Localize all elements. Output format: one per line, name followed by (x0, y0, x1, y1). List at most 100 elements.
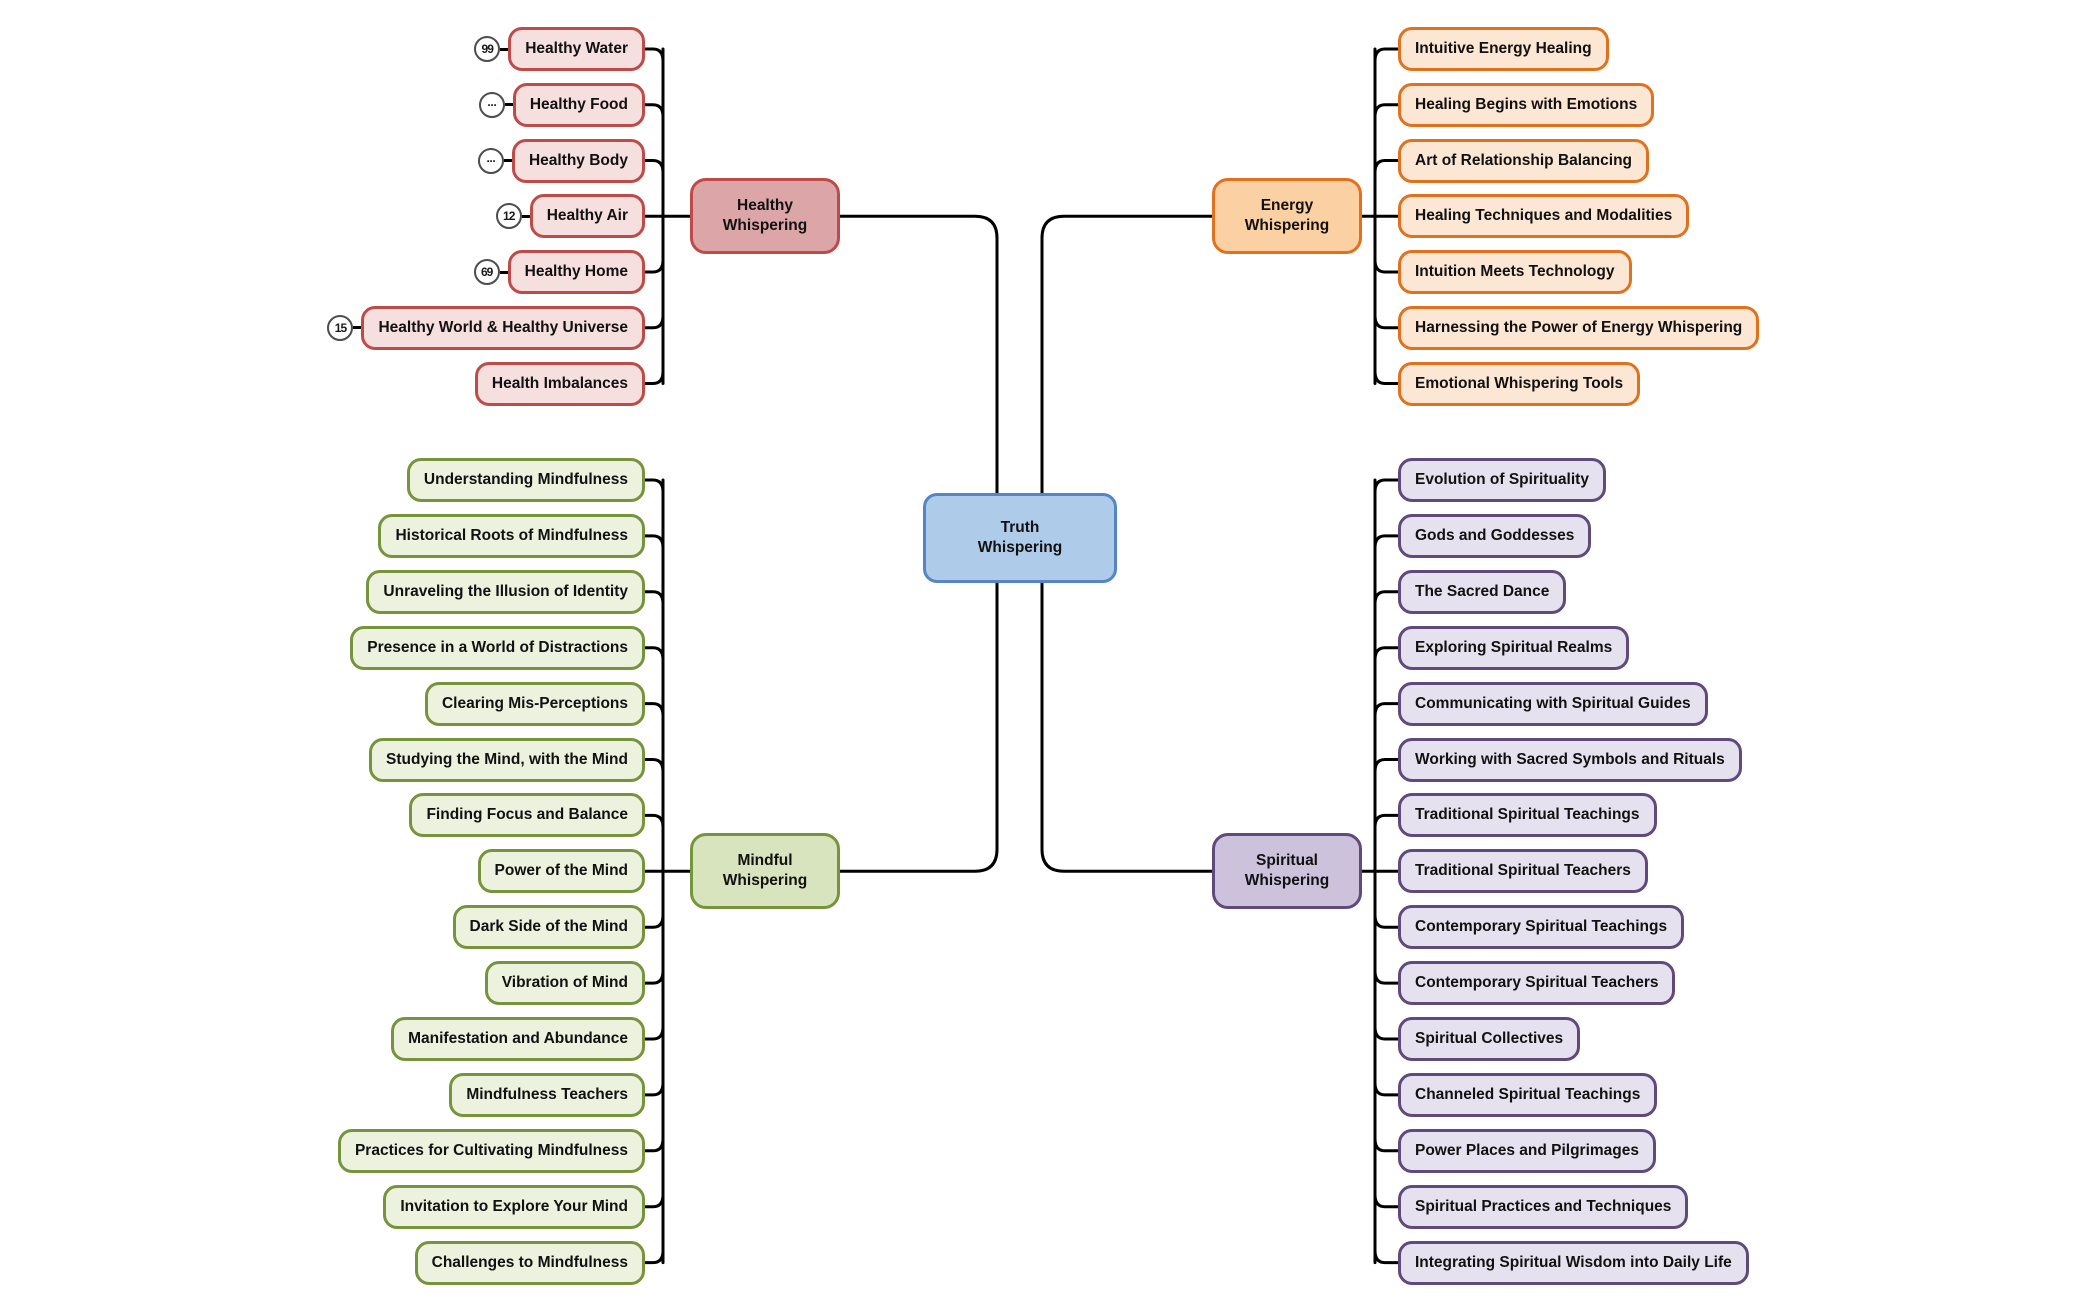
child-node-box[interactable]: Spiritual Collectives (1398, 1017, 1581, 1061)
child-node: 69 Healthy Home (473, 250, 645, 294)
child-node-box[interactable]: Presence in a World of Distractions (350, 625, 645, 670)
child-node-box[interactable]: Emotional Whispering Tools (1398, 361, 1641, 406)
child-node-box[interactable]: Exploring Spiritual Realms (1398, 625, 1630, 670)
child-node: Intuition Meets Technology (1398, 250, 1632, 294)
child-node-box[interactable]: Healthy World & Healthy Universe (361, 305, 645, 350)
child-node-label: Intuition Meets Technology (1415, 263, 1615, 280)
badge-tick (353, 326, 362, 330)
child-node-box[interactable]: Contemporary Spiritual Teachers (1398, 961, 1676, 1006)
child-node-box[interactable]: Healthy Water (508, 27, 645, 71)
child-node-box[interactable]: Historical Roots of Mindfulness (378, 513, 645, 558)
branch-node-mindful[interactable]: Mindful Whispering (690, 833, 840, 910)
child-node-box[interactable]: Intuition Meets Technology (1398, 250, 1632, 294)
child-node-label: Presence in a World of Distractions (367, 638, 628, 656)
child-node: Spiritual Collectives (1398, 1017, 1581, 1061)
child-node-label: Healthy World & Healthy Universe (378, 318, 628, 336)
child-node-box[interactable]: Harnessing the Power of Energy Whisperin… (1398, 305, 1760, 350)
child-node-box[interactable]: Dark Side of the Mind (452, 905, 645, 950)
child-node-box[interactable]: Clearing Mis-Perceptions (424, 681, 645, 726)
child-node-box[interactable]: Practices for Cultivating Mindfulness (337, 1128, 645, 1173)
child-node-label: Spiritual Collectives (1415, 1030, 1564, 1047)
child-node-label: Mindfulness Teachers (466, 1085, 628, 1103)
child-node: Healing Techniques and Modalities (1398, 194, 1690, 239)
child-node-label: Challenges to Mindfulness (431, 1253, 628, 1271)
child-node: Manifestation and Abundance (391, 1017, 645, 1061)
child-node-label: Studying the Mind, with the Mind (386, 750, 628, 768)
child-node-box[interactable]: Traditional Spiritual Teachings (1398, 793, 1657, 838)
child-node-box[interactable]: Power Places and Pilgrimages (1398, 1128, 1656, 1173)
child-node-box[interactable]: Working with Sacred Symbols and Rituals (1398, 737, 1742, 782)
child-node-box[interactable]: Traditional Spiritual Teachers (1398, 849, 1648, 894)
child-node: Historical Roots of Mindfulness (378, 513, 645, 558)
child-node-box[interactable]: Studying the Mind, with the Mind (369, 737, 645, 782)
child-node-box[interactable]: Spiritual Practices and Techniques (1398, 1184, 1689, 1229)
child-node: Studying the Mind, with the Mind (369, 737, 645, 782)
branch-connector-spiritual (1040, 478, 1410, 1265)
badge-count[interactable]: 15 (327, 314, 354, 341)
branch-node-energy[interactable]: Energy Whispering (1212, 178, 1362, 255)
child-node-box[interactable]: Power of the Mind (477, 849, 645, 894)
child-node: Contemporary Spiritual Teachings (1398, 905, 1685, 950)
badge-tick (503, 159, 512, 162)
child-node-label: Invitation to Explore Your Mind (400, 1197, 628, 1215)
child-node-box[interactable]: Understanding Mindfulness (406, 458, 645, 502)
branch-connector-healthy (633, 47, 999, 499)
child-node-box[interactable]: Contemporary Spiritual Teachings (1398, 905, 1685, 950)
child-node-box[interactable]: Invitation to Explore Your Mind (383, 1184, 645, 1229)
child-node: ··· Healthy Food (478, 82, 645, 127)
child-node-label: Contemporary Spiritual Teachings (1415, 918, 1668, 936)
badge-count[interactable]: 99 (474, 36, 501, 62)
child-node-label: Unraveling the Illusion of Identity (383, 582, 628, 600)
child-node: 15 Healthy World & Healthy Universe (327, 305, 645, 350)
child-node-box[interactable]: Challenges to Mindfulness (414, 1240, 645, 1285)
child-node-label: Healthy Home (524, 263, 628, 280)
child-node-box[interactable]: Finding Focus and Balance (409, 793, 645, 838)
child-node-box[interactable]: Healthy Home (507, 250, 645, 294)
child-node-box[interactable]: The Sacred Dance (1398, 569, 1567, 614)
child-node-box[interactable]: Healing Techniques and Modalities (1398, 194, 1690, 239)
child-node-box[interactable]: Integrating Spiritual Wisdom into Daily … (1398, 1240, 1749, 1285)
root-node[interactable]: Truth Whispering (923, 493, 1117, 583)
child-node: Mindfulness Teachers (449, 1072, 645, 1117)
child-node-box[interactable]: Gods and Goddesses (1398, 513, 1592, 558)
badge-count[interactable]: 12 (495, 203, 522, 230)
child-node: Understanding Mindfulness (406, 458, 645, 502)
child-node: Presence in a World of Distractions (350, 625, 645, 670)
child-node: Communicating with Spiritual Guides (1398, 681, 1708, 726)
child-node-label: Health Imbalances (491, 374, 628, 392)
child-node-box[interactable]: Unraveling the Illusion of Identity (366, 569, 645, 614)
child-node-box[interactable]: Healthy Body (511, 138, 645, 183)
child-node-label: Understanding Mindfulness (423, 471, 628, 488)
child-node-label: Traditional Spiritual Teachings (1415, 806, 1640, 824)
child-node-box[interactable]: Healing Begins with Emotions (1398, 82, 1655, 127)
child-node-box[interactable]: Channeled Spiritual Teachings (1398, 1072, 1658, 1117)
branch-node-spiritual[interactable]: Spiritual Whispering (1212, 833, 1362, 910)
child-node-box[interactable]: Intuitive Energy Healing (1398, 27, 1609, 71)
child-node: Channeled Spiritual Teachings (1398, 1072, 1658, 1117)
child-node-box[interactable]: Health Imbalances (474, 361, 645, 406)
badge-count[interactable]: 69 (473, 259, 500, 285)
child-node: Power of the Mind (477, 849, 645, 894)
child-node-box[interactable]: Vibration of Mind (484, 961, 645, 1006)
child-node: Health Imbalances (474, 361, 645, 406)
child-node: Unraveling the Illusion of Identity (366, 569, 645, 614)
child-node: ··· Healthy Body (477, 138, 645, 183)
child-node: Evolution of Spirituality (1398, 458, 1606, 502)
child-node-box[interactable]: Manifestation and Abundance (391, 1017, 645, 1061)
badge-count[interactable]: ··· (477, 147, 504, 174)
child-node: Healing Begins with Emotions (1398, 82, 1655, 127)
child-node: The Sacred Dance (1398, 569, 1567, 614)
branch-node-healthy[interactable]: Healthy Whispering (690, 178, 840, 255)
badge-count[interactable]: ··· (478, 91, 505, 118)
child-node-box[interactable]: Communicating with Spiritual Guides (1398, 681, 1708, 726)
child-node-box[interactable]: Healthy Air (529, 194, 645, 239)
child-node: Art of Relationship Balancing (1398, 138, 1650, 183)
child-node-label: Healing Begins with Emotions (1415, 95, 1638, 113)
child-node-box[interactable]: Evolution of Spirituality (1398, 458, 1606, 502)
child-node-label: Manifestation and Abundance (408, 1030, 628, 1047)
child-node-box[interactable]: Healthy Food (512, 82, 645, 127)
branch-connector-mindful (633, 478, 999, 1265)
child-node-label: Historical Roots of Mindfulness (395, 526, 628, 544)
child-node-box[interactable]: Art of Relationship Balancing (1398, 138, 1650, 183)
child-node-box[interactable]: Mindfulness Teachers (449, 1072, 645, 1117)
